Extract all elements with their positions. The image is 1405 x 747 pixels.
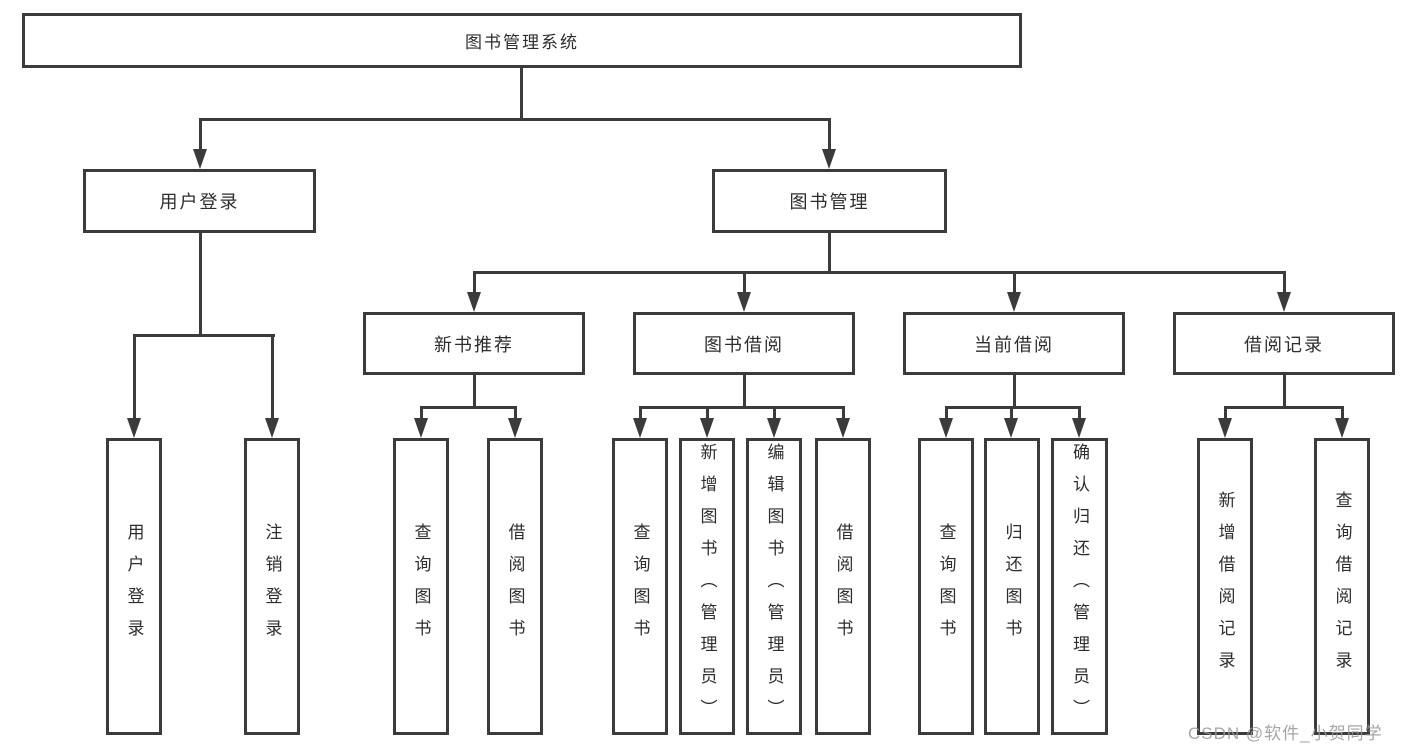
arrowhead-down-icon xyxy=(1004,418,1018,438)
connector-line xyxy=(639,406,845,409)
connector-line xyxy=(473,271,476,294)
leaf-node-borrow-books-recommend-label: 借阅图书 xyxy=(505,522,525,651)
connector-line xyxy=(1013,271,1016,294)
connector-line xyxy=(1224,406,1343,409)
connector-line xyxy=(1283,271,1286,294)
connector-line xyxy=(1078,406,1081,420)
module-node-book-borrow-label: 图书借阅 xyxy=(704,334,784,355)
root-node-label: 图书管理系统 xyxy=(465,33,579,52)
leaf-node-return-book: 归还图书 xyxy=(984,438,1040,735)
leaf-node-query-books-recommend: 查询图书 xyxy=(393,438,449,735)
connector-line xyxy=(945,406,948,420)
leaf-node-confirm-return-admin-label: 确认归还（管理员） xyxy=(1070,442,1089,731)
connector-line xyxy=(945,406,1081,409)
connector-line xyxy=(473,375,476,409)
leaf-node-confirm-return-admin: 确认归还（管理员） xyxy=(1051,438,1108,735)
connector-line xyxy=(706,406,709,420)
leaf-node-query-borrow-record-label: 查询借阅记录 xyxy=(1332,490,1352,683)
connector-line xyxy=(1341,406,1344,420)
connector-line xyxy=(271,334,274,419)
arrowhead-down-icon xyxy=(508,418,522,438)
arrowhead-down-icon xyxy=(265,418,279,438)
arrowhead-down-icon xyxy=(939,418,953,438)
connector-line xyxy=(199,118,831,121)
connector-line xyxy=(199,118,202,151)
connector-line xyxy=(1224,406,1227,420)
branch-node-user-login-label: 用户登录 xyxy=(159,192,240,212)
connector-line xyxy=(420,406,517,409)
connector-line xyxy=(773,406,776,420)
csdn-watermark: CSDN @软件_小贺同学 xyxy=(1188,724,1383,743)
leaf-node-query-books-borrow-label: 查询图书 xyxy=(630,522,650,651)
leaf-node-edit-book-admin: 编辑图书（管理员） xyxy=(746,438,802,735)
leaf-node-add-borrow-record-label: 新增借阅记录 xyxy=(1215,490,1235,683)
leaf-node-logout-label: 注销登录 xyxy=(262,522,282,651)
branch-node-user-login: 用户登录 xyxy=(83,169,316,233)
module-node-current-borrow-label: 当前借阅 xyxy=(974,334,1054,355)
leaf-node-query-books-current: 查询图书 xyxy=(918,438,974,735)
leaf-node-borrow-books-borrow: 借阅图书 xyxy=(815,438,871,735)
leaf-node-edit-book-admin-label: 编辑图书（管理员） xyxy=(764,442,784,731)
arrowhead-down-icon xyxy=(193,149,207,169)
connector-line xyxy=(842,406,845,420)
module-node-borrow-records: 借阅记录 xyxy=(1173,312,1395,375)
connector-line xyxy=(743,375,746,409)
connector-line xyxy=(828,118,831,151)
leaf-node-add-book-admin-label: 新增图书（管理员） xyxy=(697,442,717,731)
leaf-node-user-login-label: 用户登录 xyxy=(124,522,144,651)
module-node-current-borrow: 当前借阅 xyxy=(903,312,1125,375)
leaf-node-query-books-current-label: 查询图书 xyxy=(936,522,956,651)
leaf-node-query-books-borrow: 查询图书 xyxy=(612,438,668,735)
root-node-library-management-system: 图书管理系统 xyxy=(22,13,1022,68)
branch-node-book-management: 图书管理 xyxy=(712,169,947,233)
leaf-node-borrow-books-recommend: 借阅图书 xyxy=(487,438,543,735)
leaf-node-user-login: 用户登录 xyxy=(106,438,162,735)
connector-line xyxy=(743,271,746,294)
module-node-new-book-recommend: 新书推荐 xyxy=(363,312,585,375)
arrowhead-down-icon xyxy=(1007,292,1021,312)
module-node-new-book-recommend-label: 新书推荐 xyxy=(434,334,514,355)
connector-line xyxy=(514,406,517,420)
arrowhead-down-icon xyxy=(127,418,141,438)
connector-line xyxy=(420,406,423,420)
connector-line xyxy=(520,68,523,120)
arrowhead-down-icon xyxy=(822,149,836,169)
leaf-node-query-books-recommend-label: 查询图书 xyxy=(411,522,431,651)
leaf-node-add-book-admin: 新增图书（管理员） xyxy=(679,438,735,735)
arrowhead-down-icon xyxy=(1277,292,1291,312)
arrowhead-down-icon xyxy=(1335,418,1349,438)
arrowhead-down-icon xyxy=(737,292,751,312)
leaf-node-query-borrow-record: 查询借阅记录 xyxy=(1314,438,1370,735)
module-node-borrow-records-label: 借阅记录 xyxy=(1244,334,1324,355)
arrowhead-down-icon xyxy=(1218,418,1232,438)
connector-line xyxy=(1010,406,1013,420)
connector-line xyxy=(199,233,202,336)
connector-line xyxy=(828,233,831,273)
arrowhead-down-icon xyxy=(633,418,647,438)
arrowhead-down-icon xyxy=(767,418,781,438)
module-node-book-borrow: 图书借阅 xyxy=(633,312,855,375)
connector-line xyxy=(133,334,275,337)
arrowhead-down-icon xyxy=(700,418,714,438)
arrowhead-down-icon xyxy=(414,418,428,438)
connector-line xyxy=(133,334,136,419)
connector-line xyxy=(473,271,1286,274)
arrowhead-down-icon xyxy=(1072,418,1086,438)
leaf-node-add-borrow-record: 新增借阅记录 xyxy=(1197,438,1253,735)
connector-line xyxy=(1013,375,1016,409)
leaf-node-logout: 注销登录 xyxy=(244,438,300,735)
connector-line xyxy=(1283,375,1286,409)
leaf-node-return-book-label: 归还图书 xyxy=(1002,522,1022,651)
branch-node-book-management-label: 图书管理 xyxy=(789,192,870,212)
connector-line xyxy=(639,406,642,420)
leaf-node-borrow-books-borrow-label: 借阅图书 xyxy=(833,522,853,651)
arrowhead-down-icon xyxy=(836,418,850,438)
arrowhead-down-icon xyxy=(467,292,481,312)
